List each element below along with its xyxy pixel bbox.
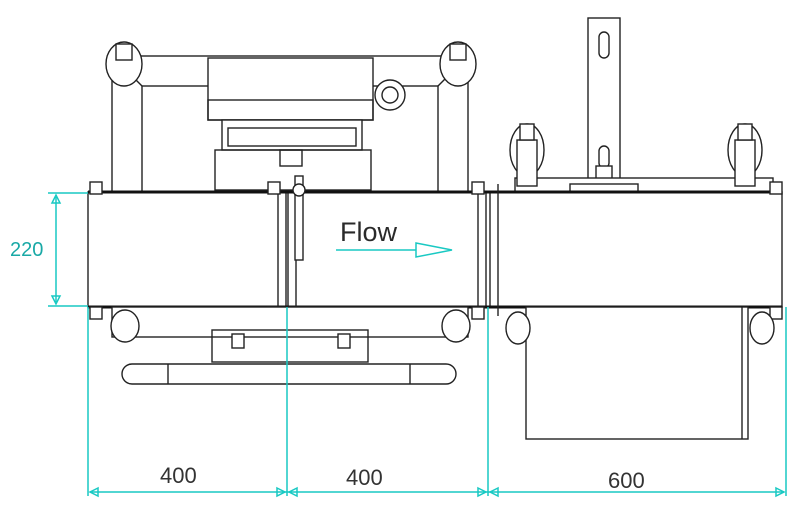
caster-right-b (727, 123, 763, 187)
caster-right-a (509, 123, 545, 187)
right-superstructure (509, 17, 774, 195)
left-superstructure (105, 41, 477, 193)
dimension-section-3-label: 600 (608, 468, 645, 493)
dimension-section-1-label: 400 (160, 463, 197, 488)
conveyor-section-1 (87, 191, 287, 308)
dimension-horizontal: 400 400 600 (87, 307, 787, 498)
dimension-height: 220 (10, 192, 88, 307)
flow-arrow-icon (415, 242, 453, 258)
right-lower-structure (505, 306, 775, 440)
motor-circle (374, 79, 406, 111)
lower-box (525, 306, 749, 440)
bottom-rail (121, 363, 457, 385)
flow-indicator: Flow (336, 217, 453, 258)
caster-top-left (105, 41, 143, 87)
caster-top-right (439, 41, 477, 87)
conveyor-sections (87, 175, 783, 320)
dimension-section-2-label: 400 (346, 465, 383, 490)
conveyor-section-3 (489, 191, 783, 308)
dimension-height-label: 220 (10, 239, 43, 261)
left-lower-structure (110, 306, 471, 385)
flow-label: Flow (340, 217, 398, 247)
